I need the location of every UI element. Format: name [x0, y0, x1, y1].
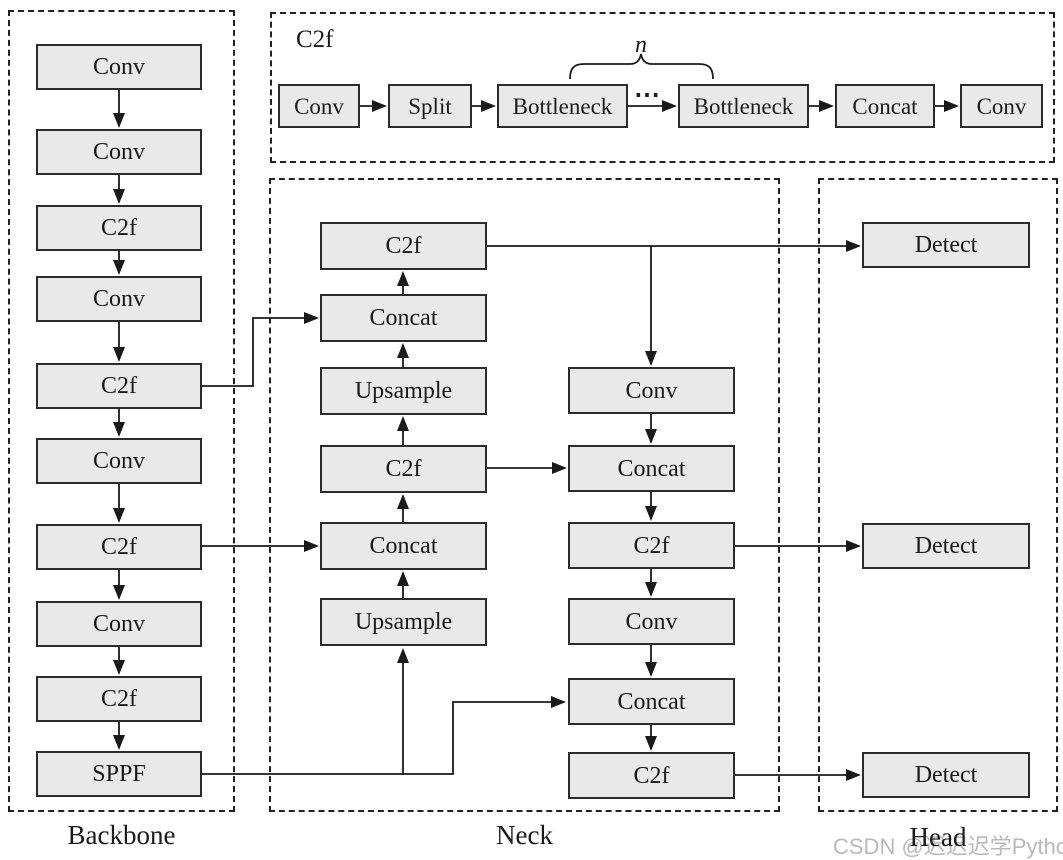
- c2f-detail-concat-node: Concat: [835, 84, 935, 128]
- neck-right-c2f-1-node: C2f: [568, 522, 735, 569]
- c2f-detail-conv-in-node: Conv: [278, 84, 360, 128]
- ellipsis-dots: ⋯: [634, 80, 660, 109]
- neck-left-concat-1-node: Concat: [320, 294, 487, 342]
- head-section-label: Head: [909, 822, 967, 852]
- backbone-c2f-2-node: C2f: [36, 363, 202, 409]
- c2f-detail-bottleneck-1-node: Bottleneck: [497, 84, 628, 128]
- backbone-region-frame: [8, 10, 235, 812]
- backbone-c2f-3-node: C2f: [36, 524, 202, 570]
- neck-left-c2f-mid-node: C2f: [320, 445, 487, 493]
- c2f-detail-bottleneck-2-node: Bottleneck: [678, 84, 809, 128]
- backbone-sppf-node: SPPF: [36, 751, 202, 797]
- backbone-c2f-1-node: C2f: [36, 205, 202, 251]
- repeat-count-label: n: [635, 32, 647, 58]
- neck-left-upsample-1-node: Upsample: [320, 367, 487, 415]
- backbone-conv-1-node: Conv: [36, 44, 202, 90]
- backbone-c2f-4-node: C2f: [36, 676, 202, 722]
- head-detect-3-node: Detect: [862, 752, 1030, 798]
- backbone-conv-4-node: Conv: [36, 438, 202, 484]
- backbone-conv-2-node: Conv: [36, 129, 202, 175]
- c2f-detail-title: C2f: [296, 26, 334, 53]
- neck-region-frame: [269, 178, 780, 812]
- neck-right-c2f-2-node: C2f: [568, 752, 735, 799]
- head-detect-1-node: Detect: [862, 222, 1030, 268]
- backbone-conv-5-node: Conv: [36, 601, 202, 647]
- watermark-text: CSDN @迟迟迟学Python: [833, 834, 1063, 859]
- neck-left-upsample-2-node: Upsample: [320, 598, 487, 646]
- head-region-frame: [818, 178, 1058, 812]
- c2f-detail-split-node: Split: [388, 84, 472, 128]
- neck-right-conv-1-node: Conv: [568, 367, 735, 414]
- backbone-conv-3-node: Conv: [36, 276, 202, 322]
- neck-section-label: Neck: [496, 820, 553, 850]
- c2f-detail-region-frame: [270, 12, 1055, 163]
- neck-right-concat-1-node: Concat: [568, 445, 735, 492]
- backbone-section-label: Backbone: [67, 820, 176, 850]
- neck-left-c2f-top-node: C2f: [320, 222, 487, 270]
- neck-right-conv-2-node: Conv: [568, 598, 735, 645]
- c2f-detail-conv-out-node: Conv: [960, 84, 1043, 128]
- head-detect-2-node: Detect: [862, 523, 1030, 569]
- neck-right-concat-2-node: Concat: [568, 678, 735, 725]
- neck-left-concat-2-node: Concat: [320, 522, 487, 570]
